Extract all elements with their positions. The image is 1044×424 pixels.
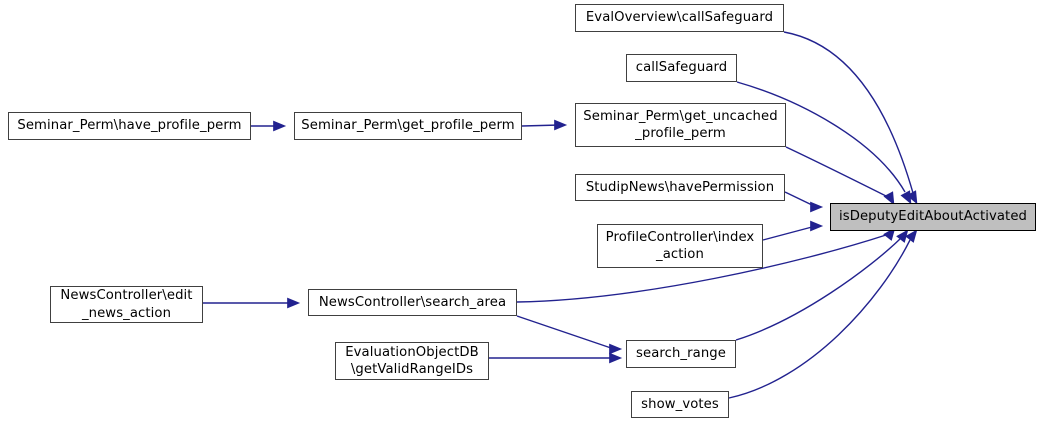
arrowhead-evaluationobjectdb_getvalidrangeids-to-search_range bbox=[609, 352, 623, 364]
edge-seminar_perm_get_uncached_profile_perm-to-isdeputyeditaboutactivated bbox=[785, 146, 887, 197]
node-profilecontroller_index_action[interactable]: ProfileController\index _action bbox=[597, 224, 763, 268]
edge-profilecontroller_index_action-to-isdeputyeditaboutactivated bbox=[762, 226, 813, 241]
arrowhead-eval_overview_callsafeguard-to-isdeputyeditaboutactivated bbox=[906, 190, 918, 205]
arrowhead-newscontroller_edit_news_action-to-newscontroller_search_area bbox=[287, 297, 301, 309]
arrowhead-seminar_perm_get_uncached_profile_perm-to-isdeputyeditaboutactivated bbox=[883, 191, 895, 206]
arrowhead-newscontroller_search_area-to-search_range bbox=[609, 343, 623, 355]
node-show_votes[interactable]: show_votes bbox=[631, 391, 729, 418]
edge-newscontroller_search_area-to-search_range bbox=[516, 315, 612, 349]
node-newscontroller_search_area[interactable]: NewsController\search_area bbox=[308, 289, 517, 316]
node-evaluationobjectdb_getvalidrangeids[interactable]: EvaluationObjectDB \getValidRangeIDs bbox=[335, 342, 489, 380]
node-callsafeguard[interactable]: callSafeguard bbox=[626, 54, 737, 82]
node-isdeputyeditaboutactivated[interactable]: isDeputyEditAboutActivated bbox=[830, 203, 1036, 231]
node-eval_overview_callsafeguard[interactable]: EvalOverview\callSafeguard bbox=[575, 4, 784, 32]
node-search_range[interactable]: search_range bbox=[626, 340, 736, 368]
node-studipnews_havepermission[interactable]: StudipNews\havePermission bbox=[575, 174, 785, 201]
edge-seminar_perm_get_profile_perm-to-seminar_perm_get_uncached_profile_perm bbox=[521, 124, 561, 127]
edge-studipnews_havepermission-to-isdeputyeditaboutactivated bbox=[784, 191, 813, 206]
arrowhead-callsafeguard-to-isdeputyeditaboutactivated bbox=[900, 190, 912, 205]
arrowhead-search_range-to-isdeputyeditaboutactivated bbox=[896, 229, 909, 243]
edge-newscontroller_search_area-to-isdeputyeditaboutactivated bbox=[516, 234, 887, 303]
edge-search_range-to-isdeputyeditaboutactivated bbox=[735, 238, 901, 341]
node-newscontroller_edit_news_action[interactable]: NewsController\edit _news_action bbox=[50, 286, 203, 323]
edge-show_votes-to-isdeputyeditaboutactivated bbox=[728, 239, 911, 399]
arrowhead-studipnews_havepermission-to-isdeputyeditaboutactivated bbox=[810, 201, 824, 213]
arrowhead-seminar_perm_have_profile_perm-to-seminar_perm_get_profile_perm bbox=[273, 120, 287, 132]
arrowhead-show_votes-to-isdeputyeditaboutactivated bbox=[905, 229, 918, 243]
edge-eval_overview_callsafeguard-to-isdeputyeditaboutactivated bbox=[783, 31, 914, 194]
edge-callsafeguard-to-isdeputyeditaboutactivated bbox=[736, 81, 906, 193]
arrowhead-profilecontroller_index_action-to-isdeputyeditaboutactivated bbox=[810, 220, 824, 232]
node-seminar_perm_have_profile_perm[interactable]: Seminar_Perm\have_profile_perm bbox=[8, 112, 251, 140]
arrowhead-seminar_perm_get_profile_perm-to-seminar_perm_get_uncached_profile_perm bbox=[554, 119, 568, 131]
node-seminar_perm_get_uncached_profile_perm[interactable]: Seminar_Perm\get_uncached _profile_perm bbox=[575, 103, 786, 147]
node-seminar_perm_get_profile_perm[interactable]: Seminar_Perm\get_profile_perm bbox=[294, 112, 522, 140]
